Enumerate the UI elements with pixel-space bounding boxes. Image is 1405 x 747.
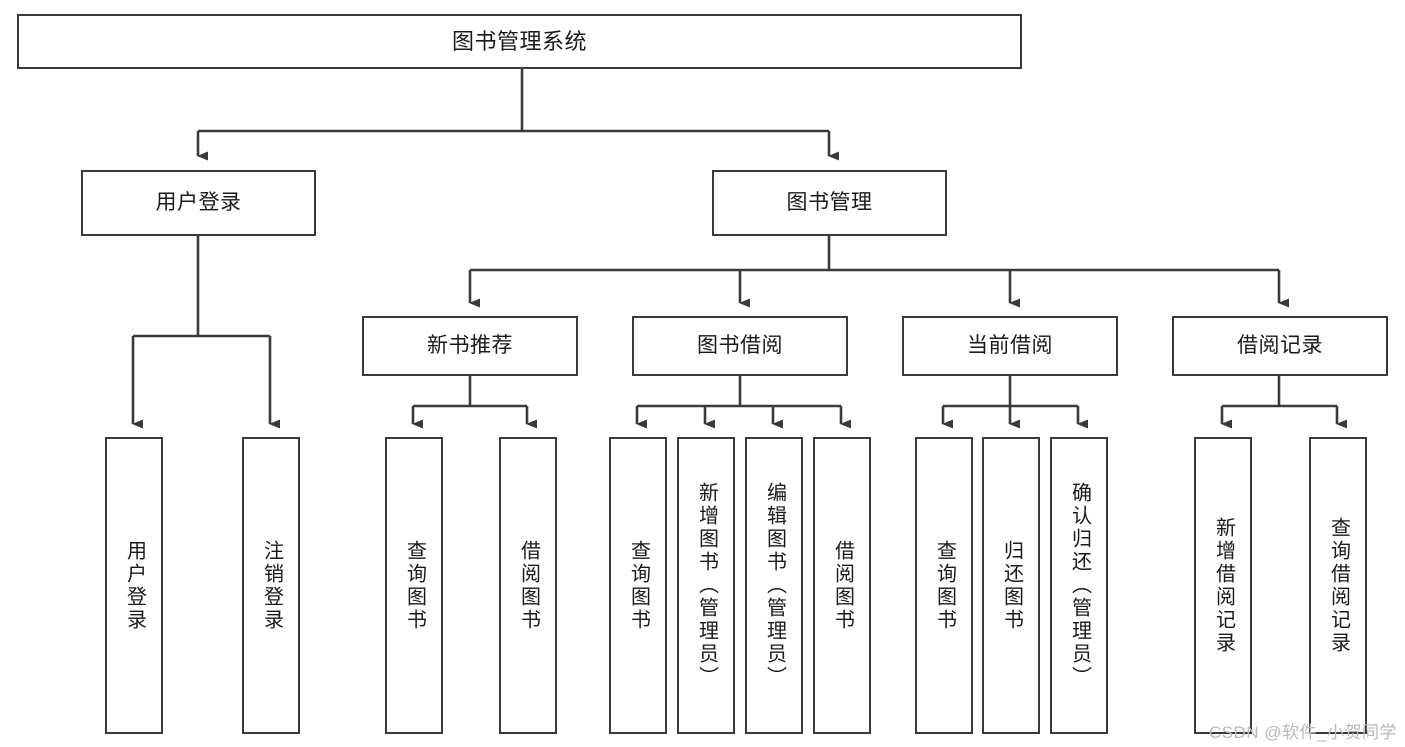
node-book-management-label: 图书管理 bbox=[786, 190, 873, 214]
node-borrow-record[interactable]: 借阅记录 bbox=[1172, 316, 1388, 376]
leaf-book-borrow-lend-label: 借阅图书 bbox=[831, 539, 854, 632]
leaf-borrow-record-add[interactable]: 新增借阅记录 bbox=[1194, 437, 1252, 734]
node-current-borrow-label: 当前借阅 bbox=[967, 333, 1053, 357]
node-new-book-recommend-label: 新书推荐 bbox=[427, 333, 513, 357]
leaf-book-borrow-lend[interactable]: 借阅图书 bbox=[813, 437, 871, 734]
leaf-user-login-signin-label: 用户登录 bbox=[123, 539, 146, 632]
leaf-user-login-signout-label: 注销登录 bbox=[260, 539, 283, 632]
leaf-current-borrow-confirm[interactable]: 确认归还（管理员） bbox=[1050, 437, 1108, 734]
leaf-current-borrow-confirm-label: 确认归还（管理员） bbox=[1068, 482, 1091, 689]
leaf-book-borrow-edit[interactable]: 编辑图书（管理员） bbox=[745, 437, 803, 734]
leaf-new-book-query-label: 查询图书 bbox=[403, 539, 426, 632]
node-current-borrow[interactable]: 当前借阅 bbox=[902, 316, 1118, 376]
leaf-new-book-borrow-label: 借阅图书 bbox=[517, 539, 540, 632]
node-book-management[interactable]: 图书管理 bbox=[712, 170, 947, 236]
leaf-book-borrow-edit-label: 编辑图书（管理员） bbox=[763, 482, 786, 689]
leaf-borrow-record-query[interactable]: 查询借阅记录 bbox=[1309, 437, 1367, 734]
leaf-book-borrow-query-label: 查询图书 bbox=[627, 539, 650, 632]
leaf-book-borrow-query[interactable]: 查询图书 bbox=[609, 437, 667, 734]
leaf-book-borrow-add[interactable]: 新增图书（管理员） bbox=[677, 437, 735, 734]
node-root-label: 图书管理系统 bbox=[451, 28, 587, 54]
node-new-book-recommend[interactable]: 新书推荐 bbox=[362, 316, 578, 376]
csdn-watermark: CSDN @软件_小贺同学 bbox=[1208, 723, 1397, 742]
leaf-user-login-signin[interactable]: 用户登录 bbox=[105, 437, 163, 734]
node-user-login[interactable]: 用户登录 bbox=[81, 170, 316, 236]
node-user-login-label: 用户登录 bbox=[155, 190, 242, 214]
leaf-current-borrow-return-label: 归还图书 bbox=[1000, 539, 1023, 632]
leaf-current-borrow-return[interactable]: 归还图书 bbox=[982, 437, 1040, 734]
leaf-new-book-query[interactable]: 查询图书 bbox=[385, 437, 443, 734]
leaf-current-borrow-query[interactable]: 查询图书 bbox=[915, 437, 973, 734]
node-book-borrow[interactable]: 图书借阅 bbox=[632, 316, 848, 376]
leaf-new-book-borrow[interactable]: 借阅图书 bbox=[499, 437, 557, 734]
node-borrow-record-label: 借阅记录 bbox=[1237, 333, 1323, 357]
node-root[interactable]: 图书管理系统 bbox=[17, 14, 1022, 69]
leaf-current-borrow-query-label: 查询图书 bbox=[933, 539, 956, 632]
node-book-borrow-label: 图书借阅 bbox=[697, 333, 783, 357]
leaf-borrow-record-add-label: 新增借阅记录 bbox=[1212, 516, 1235, 655]
leaf-borrow-record-query-label: 查询借阅记录 bbox=[1327, 516, 1350, 655]
leaf-user-login-signout[interactable]: 注销登录 bbox=[242, 437, 300, 734]
leaf-book-borrow-add-label: 新增图书（管理员） bbox=[695, 482, 718, 689]
